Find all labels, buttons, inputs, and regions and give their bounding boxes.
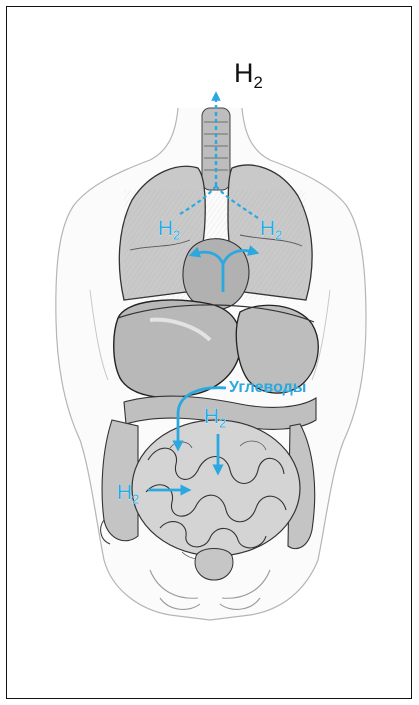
intestine-h2-label: H2 (117, 482, 139, 506)
left-lung-h2-label: H2 (158, 218, 180, 242)
colon-h2-label: H2 (204, 406, 226, 430)
exhaled-h2-label: H2 (234, 60, 263, 92)
carbohydrates-label: Углеводы (229, 380, 306, 396)
right-lung-h2-label: H2 (260, 218, 282, 242)
heart (183, 239, 249, 310)
bladder (195, 549, 233, 581)
